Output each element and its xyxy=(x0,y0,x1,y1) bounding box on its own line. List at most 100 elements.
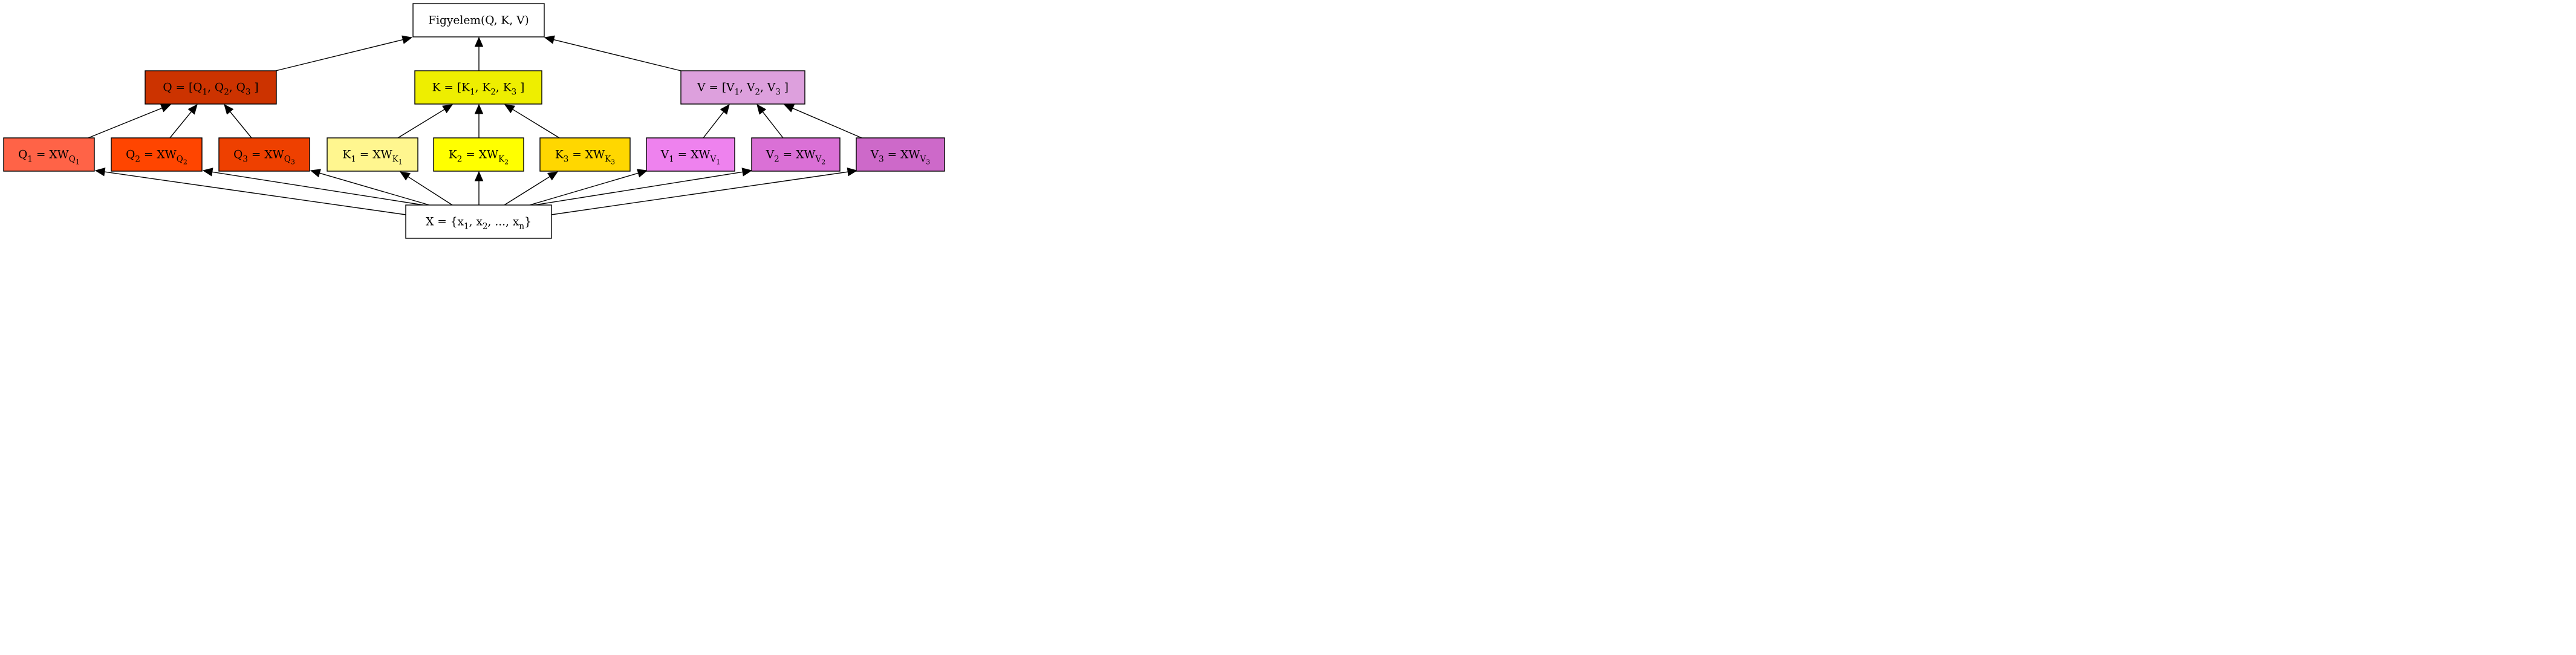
node-label: K = [K1, K2, K3 ] xyxy=(432,82,525,97)
edge-k2-k xyxy=(474,103,484,138)
label-part: V = [V xyxy=(697,82,735,94)
arrowhead xyxy=(224,104,234,115)
node-attention: Figyelem(Q, K, V) xyxy=(412,3,545,37)
edge-k3-k xyxy=(504,104,560,138)
label-part: 3 xyxy=(512,88,517,97)
label-part: ] xyxy=(250,82,258,94)
label-part: 1 xyxy=(203,88,208,97)
node-q: Q = [Q1, Q2, Q3 ] xyxy=(145,70,277,105)
edge-v2-v xyxy=(756,104,784,138)
node-k: K = [K1, K2, K3 ] xyxy=(414,70,542,105)
node-label: V = [V1, V2, V3 ] xyxy=(697,82,789,97)
label-part: , Q xyxy=(207,82,224,94)
node-v: V = [V1, V2, V3 ] xyxy=(680,70,805,105)
nodes-layer: Figyelem(Q, K, V) Q = [Q1, Q2, Q3 ] K = [K… xyxy=(3,3,945,239)
label-part: = XW xyxy=(140,149,177,161)
label-part: 3 xyxy=(879,155,884,165)
node-v1: V1 = XWV1 xyxy=(646,137,735,172)
arrowhead xyxy=(547,171,559,181)
edge-line xyxy=(762,111,784,138)
label-part: 1 xyxy=(735,88,740,97)
label-part: 3 xyxy=(564,155,569,165)
node-label: Q3 = XWQ3 xyxy=(233,149,295,166)
edge-line xyxy=(792,108,862,138)
label-part: K = [K xyxy=(432,82,471,94)
edge-x-q2 xyxy=(202,168,424,206)
label-part: = XW xyxy=(568,149,605,161)
arrowhead xyxy=(310,169,321,178)
label-part: 1 xyxy=(464,222,469,232)
label-part: 2 xyxy=(774,155,779,165)
edge-x-k1 xyxy=(399,171,453,206)
arrowhead xyxy=(402,35,413,44)
node-label: X = {x1, x2, ..., xn} xyxy=(426,216,532,232)
label-part: ] xyxy=(516,82,524,94)
label-part: , Q xyxy=(229,82,246,94)
label-part: 1 xyxy=(27,155,33,165)
label-part: 1 xyxy=(716,158,720,166)
label-part: 2 xyxy=(183,158,187,166)
edge-line xyxy=(534,171,743,206)
label-part: 3 xyxy=(242,155,248,165)
label-part: = XW xyxy=(462,149,499,161)
label-part: } xyxy=(524,216,532,229)
edge-line xyxy=(397,109,445,138)
node-box xyxy=(3,137,95,172)
label-part: K xyxy=(449,149,458,161)
node-box xyxy=(414,70,542,105)
edge-line xyxy=(88,107,163,138)
node-box xyxy=(680,70,805,105)
label-part: , K xyxy=(496,82,512,94)
arrowhead xyxy=(474,103,484,114)
label-part: 3 xyxy=(291,158,295,166)
node-v2: V2 = XWV2 xyxy=(751,137,841,172)
label-part: K xyxy=(498,155,505,165)
label-part: 2 xyxy=(457,155,463,165)
node-label: Figyelem(Q, K, V) xyxy=(428,15,529,27)
node-box xyxy=(539,137,631,172)
node-label: K3 = XWK3 xyxy=(555,149,615,166)
arrowhead xyxy=(720,104,730,115)
edges-layer xyxy=(88,35,862,215)
edge-line xyxy=(504,176,550,206)
label-part: K xyxy=(392,155,399,165)
label-part: 2 xyxy=(755,88,760,97)
attention-diagram: Figyelem(Q, K, V) Q = [Q1, Q2, Q3 ] K = [K… xyxy=(0,0,948,241)
label-part: = XW xyxy=(248,149,285,161)
edge-line xyxy=(275,39,403,71)
label-part: Figyelem(Q, K, V) xyxy=(428,15,529,27)
node-label: K1 = XWK1 xyxy=(342,149,402,166)
node-label: V3 = XWV3 xyxy=(870,149,931,166)
label-part: , K xyxy=(475,82,492,94)
label-part: 2 xyxy=(135,155,140,165)
label-part: V xyxy=(920,155,926,165)
arrowhead xyxy=(783,104,795,112)
edge-line xyxy=(104,171,406,215)
edge-q3-q xyxy=(224,104,252,138)
edge-v1-v xyxy=(703,104,730,138)
label-part: 3 xyxy=(611,158,615,166)
label-part: Q xyxy=(177,155,183,165)
label-part: ] xyxy=(781,82,789,94)
edge-k-attention xyxy=(474,36,484,71)
node-label: Q2 = XWQ2 xyxy=(126,149,187,166)
label-part: = XW xyxy=(884,149,921,161)
node-label: Q = [Q1, Q2, Q3 ] xyxy=(163,82,258,97)
arrowhead xyxy=(94,167,106,177)
label-part: 2 xyxy=(821,158,825,166)
edge-line xyxy=(512,109,560,138)
label-part: 1 xyxy=(398,158,403,166)
arrowhead xyxy=(847,168,858,177)
label-part: Q xyxy=(69,155,76,165)
label-part: = XW xyxy=(356,149,393,161)
label-part: , ..., x xyxy=(488,216,519,229)
label-part: 2 xyxy=(504,158,509,166)
label-part: K xyxy=(342,149,351,161)
arrowhead xyxy=(160,104,172,112)
label-part: 2 xyxy=(224,88,229,97)
label-part: V xyxy=(815,155,822,165)
node-box xyxy=(405,204,552,239)
arrowhead xyxy=(756,104,767,115)
label-part: 1 xyxy=(76,158,80,166)
arrowhead xyxy=(474,171,484,181)
